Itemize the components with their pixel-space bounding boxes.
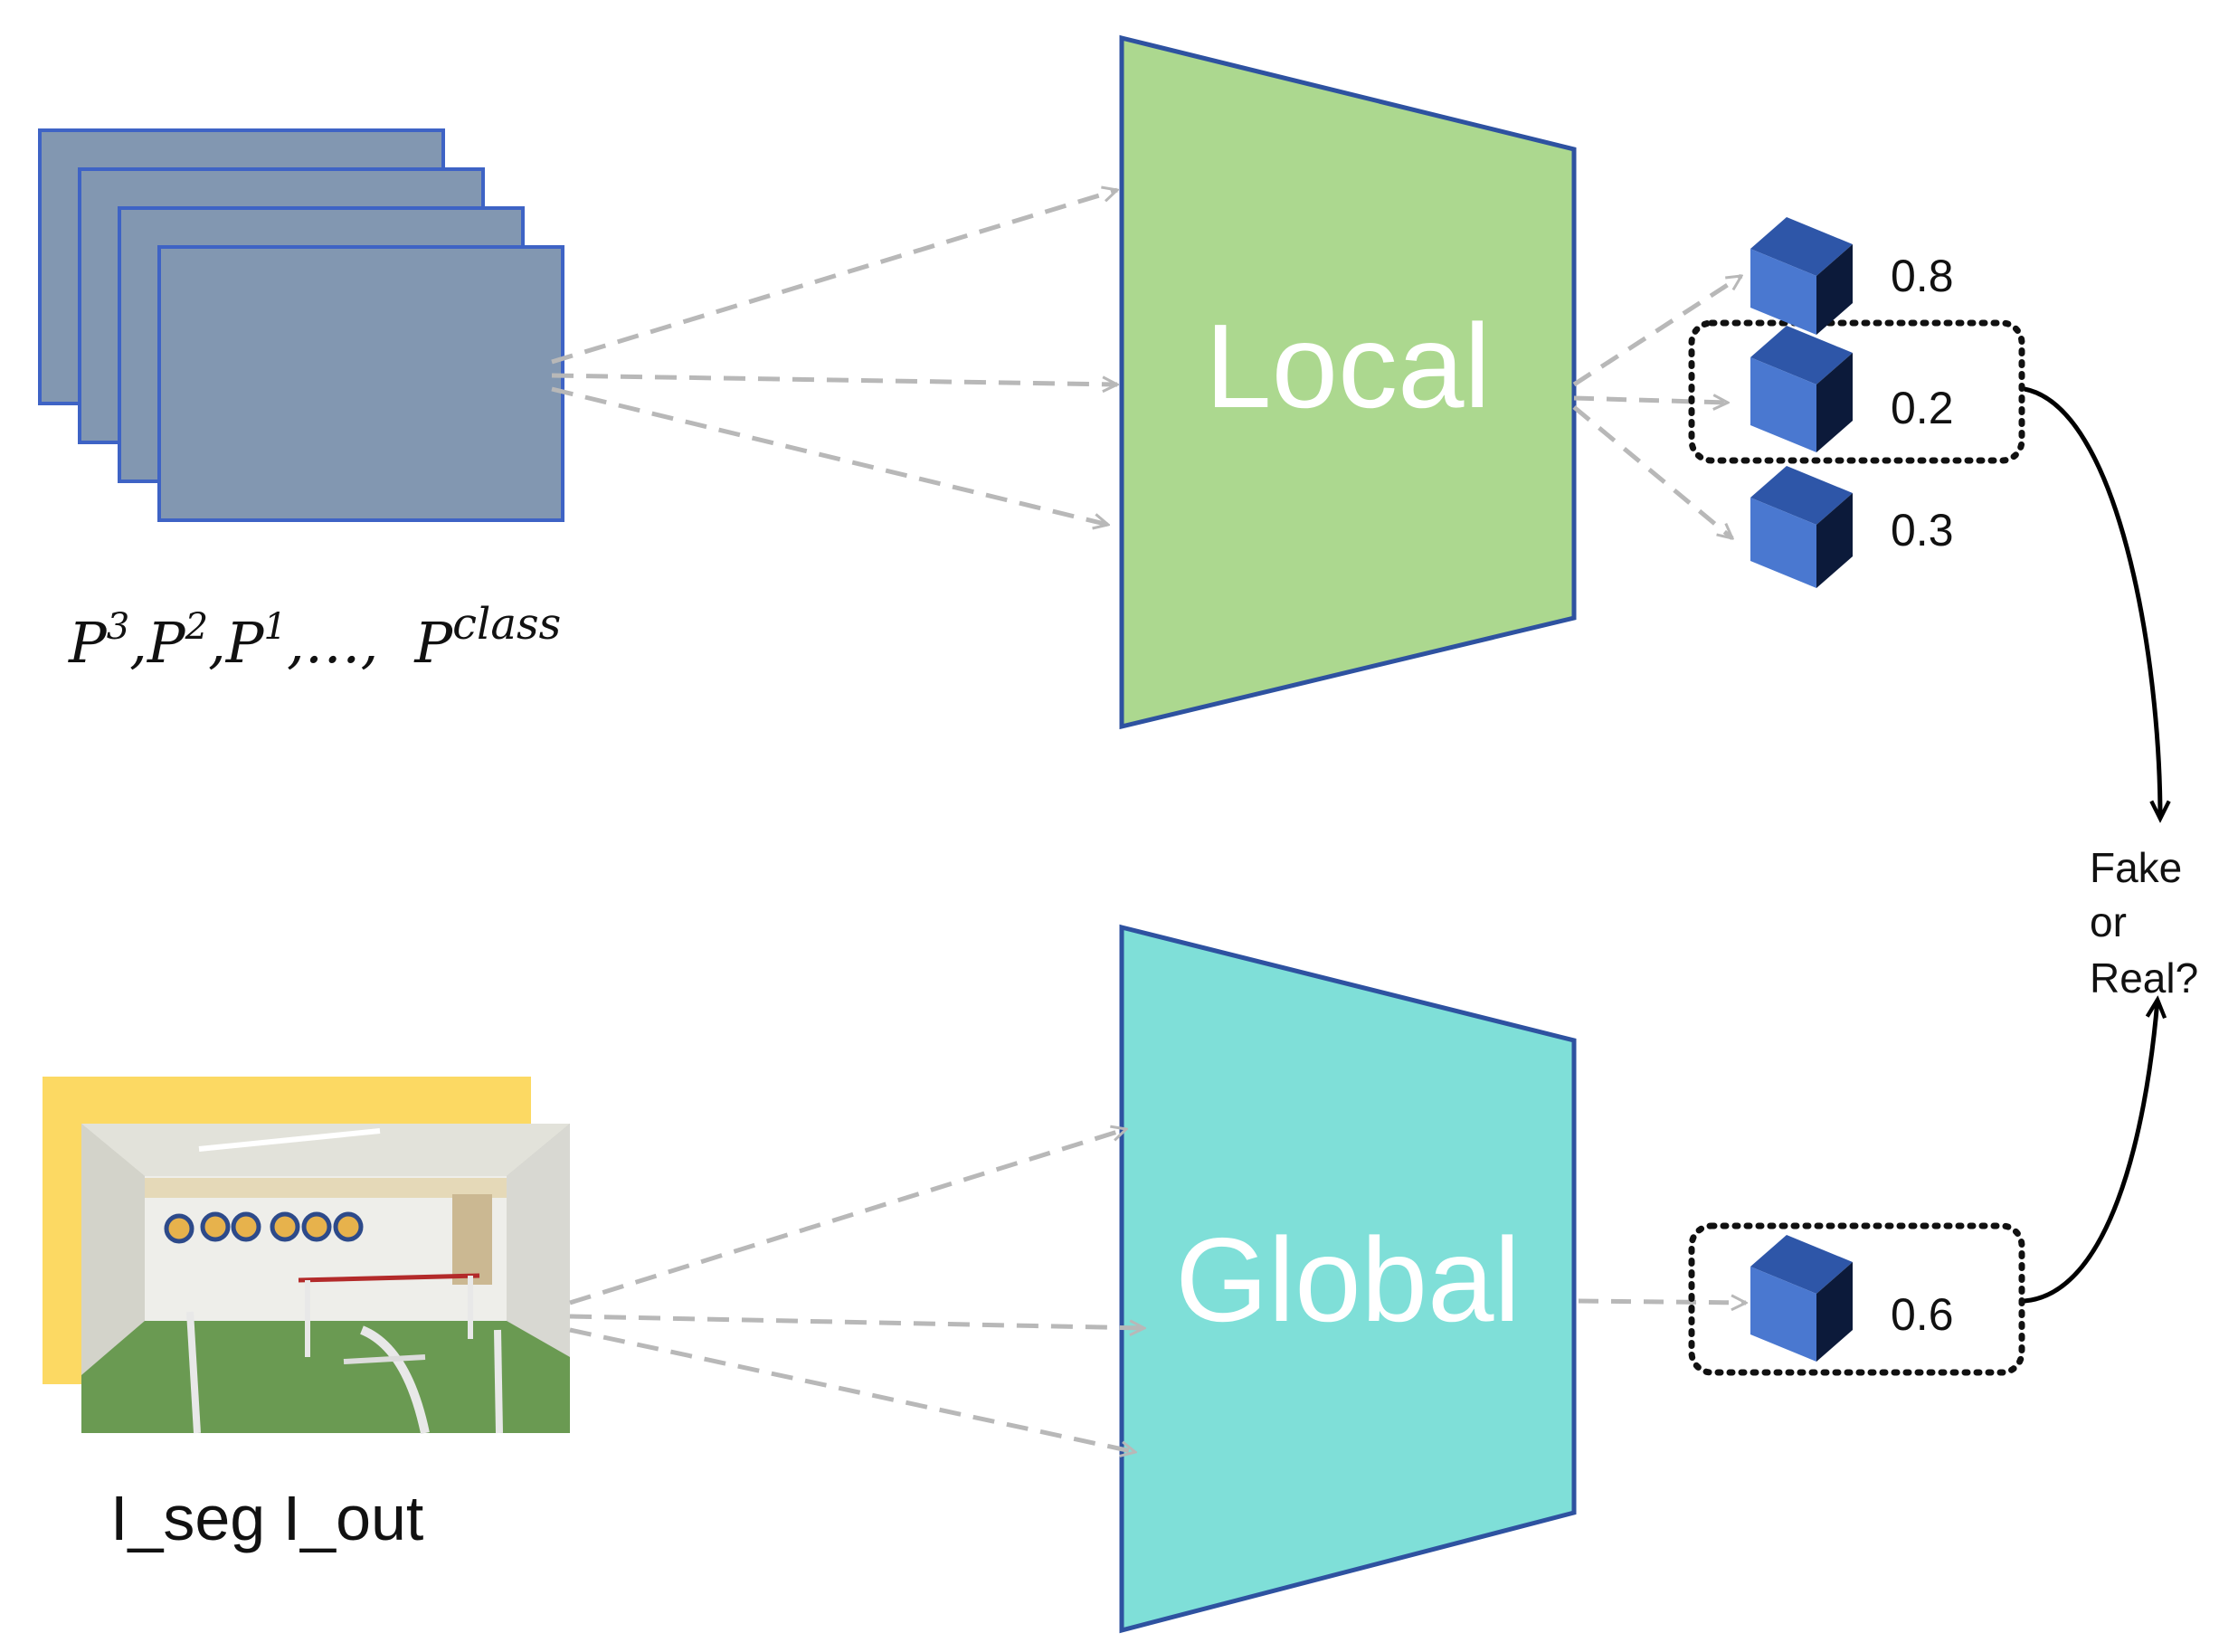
score-bot: 0.3: [1891, 505, 1954, 555]
image-arrow-mid: [569, 1314, 1144, 1328]
input-arrows: [551, 190, 1144, 1452]
cube-mid: [1750, 326, 1853, 452]
image-stack: [43, 1077, 570, 1435]
global-arrow: [1578, 1301, 1746, 1303]
patch-arrow-top: [551, 190, 1117, 365]
local-arrow-mid: [1573, 398, 1728, 403]
local-arrow-top: [1572, 273, 1741, 387]
score-top: 0.8: [1891, 251, 1954, 301]
cube-top: [1750, 217, 1853, 335]
image-label: I_seg I_out: [110, 1483, 423, 1553]
image-arrow-top: [569, 1129, 1126, 1305]
decision-arrow-top: [2024, 386, 2160, 819]
cube-bot: [1750, 466, 1853, 588]
local-label: Local: [1205, 299, 1491, 432]
local-block: Local: [1119, 34, 1577, 730]
patch-label: P3,P2,P1,…,Pclass: [68, 599, 561, 676]
global-score-box: [1688, 1222, 2025, 1376]
global-label: Global: [1175, 1213, 1521, 1346]
targets: [164, 1211, 364, 1244]
patch-card-4: [157, 245, 564, 522]
patch-stack: [38, 128, 564, 522]
image-arrow-bot: [569, 1327, 1135, 1452]
out-image: [81, 1124, 570, 1435]
decision-label: Fake or Real?: [2090, 844, 2198, 1002]
selected-local-box: [1688, 319, 2025, 464]
cube-global: [1750, 1235, 1853, 1362]
local-arrow-bot: [1572, 405, 1732, 538]
local-output-arrows: [1572, 273, 1746, 1303]
svg-text:Fake: Fake: [2090, 844, 2182, 891]
local-trapezoid: [1119, 34, 1577, 730]
global-block: Global: [1119, 924, 1577, 1634]
patch-arrow-mid: [551, 373, 1117, 385]
svg-text:Real?: Real?: [2090, 954, 2198, 1002]
score-mid: 0.2: [1891, 383, 1954, 433]
global-trapezoid: [1119, 924, 1577, 1634]
score-global: 0.6: [1891, 1289, 1954, 1340]
patch-arrow-bot: [551, 386, 1108, 525]
svg-text:or: or: [2090, 898, 2127, 945]
decision-arrow-bottom: [2024, 1000, 2157, 1304]
